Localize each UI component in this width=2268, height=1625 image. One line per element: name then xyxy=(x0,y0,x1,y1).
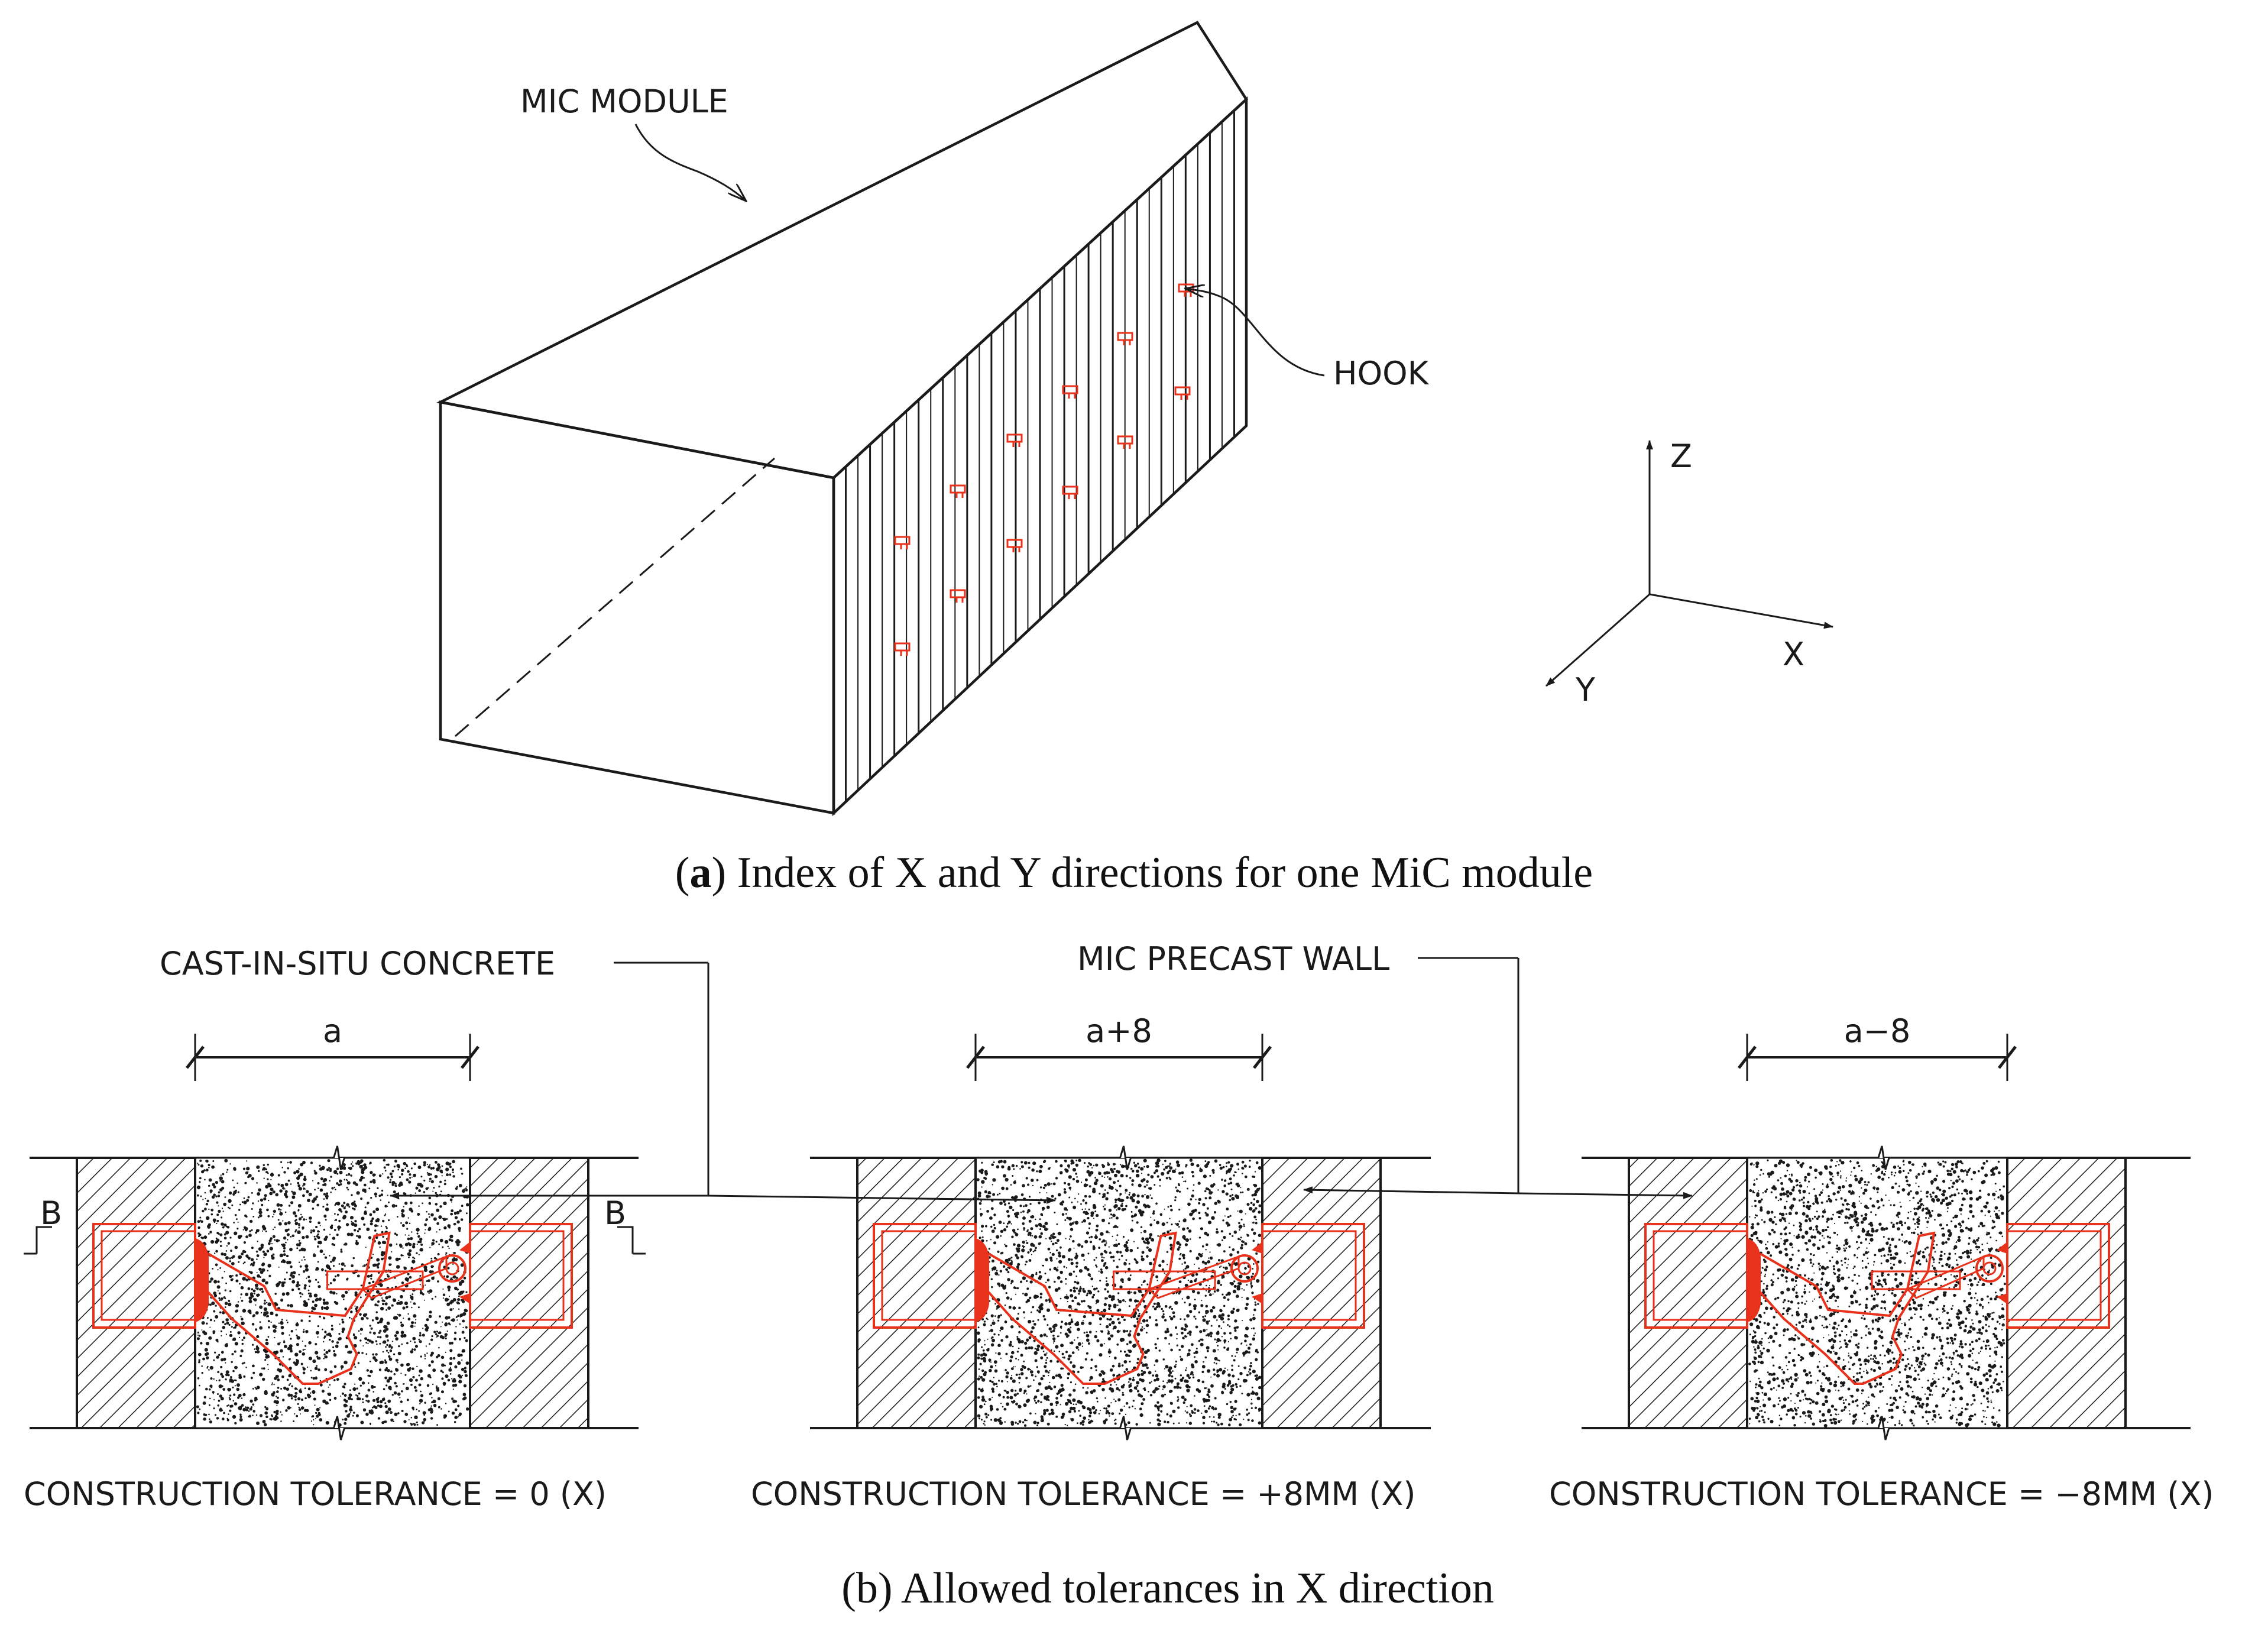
concrete-arrow-right xyxy=(708,1195,1056,1204)
dimension: a−8 xyxy=(1738,1012,2017,1081)
wall-arrow-left xyxy=(1303,1186,1519,1195)
wall-left xyxy=(76,1157,196,1429)
break-mark xyxy=(324,1145,351,1170)
hook-leader xyxy=(1185,289,1325,377)
wall-arrow-right xyxy=(1518,1192,1693,1199)
axis-z-label: Z xyxy=(1670,438,1692,475)
connector-assembly xyxy=(1644,1223,2110,1385)
label-cast-in-situ: CAST-IN-SITU CONCRETE xyxy=(160,945,555,982)
tolerance-label: CONSTRUCTION TOLERANCE = +8MM (X) xyxy=(751,1475,1415,1513)
module-side-face xyxy=(832,96,1248,817)
hook-marker xyxy=(1062,485,1078,499)
concrete-fill xyxy=(194,1157,471,1429)
hook-marker xyxy=(1117,332,1133,345)
x-axis xyxy=(1649,593,1833,629)
break-mark xyxy=(324,1416,351,1441)
module-end-face xyxy=(439,400,835,815)
wall-right xyxy=(2006,1157,2127,1429)
concrete-fill xyxy=(974,1157,1263,1429)
break-mark xyxy=(1869,1416,1895,1441)
panel-a-module-drawing: MIC MODULE HOOK xyxy=(436,21,1430,817)
break-mark xyxy=(1869,1145,1895,1170)
dimension-label: a xyxy=(323,1012,342,1050)
hook-marker xyxy=(1006,433,1023,447)
caption-a: (a) Index of X and Y directions for one … xyxy=(675,849,1593,897)
dimension-label: a+8 xyxy=(1086,1012,1152,1050)
break-mark xyxy=(1110,1416,1137,1441)
section-right-label: B xyxy=(604,1195,626,1232)
module-corrugation xyxy=(845,110,1235,802)
tolerance-label: CONSTRUCTION TOLERANCE = −8MM (X) xyxy=(1549,1475,2214,1513)
axis-y-label: Y xyxy=(1575,671,1596,708)
hook-marker xyxy=(894,642,911,656)
panel-b-leaders: CAST-IN-SITU CONCRETE MIC PRECAST WALL xyxy=(160,940,1693,1204)
hook-marker xyxy=(1174,386,1191,400)
wall-left xyxy=(856,1157,977,1429)
wall-left xyxy=(1628,1157,1748,1429)
section-left-label: B xyxy=(40,1195,62,1232)
module-leader xyxy=(634,124,746,201)
hidden-edge xyxy=(455,457,775,737)
dimension: a+8 xyxy=(966,1012,1272,1081)
connector-assembly xyxy=(873,1223,1365,1385)
hook-marker xyxy=(950,589,966,603)
section-markers: B B xyxy=(24,1195,646,1255)
concrete-fill xyxy=(1746,1157,2008,1429)
wall-right xyxy=(469,1157,589,1429)
hook-marker xyxy=(1062,385,1078,399)
section-mark-left xyxy=(35,1226,52,1254)
axes-indicator: Z X Y xyxy=(1546,438,1833,708)
dimension: a xyxy=(186,1012,479,1081)
label-mic-module: MIC MODULE xyxy=(520,83,728,120)
hook-marker xyxy=(1006,539,1023,552)
hook-marker xyxy=(1117,435,1133,449)
section-mark-right xyxy=(617,1226,634,1254)
module-hooks xyxy=(894,283,1194,656)
axis-x-label: X xyxy=(1783,636,1804,673)
caption-b: (b) Allowed tolerances in X direction xyxy=(841,1564,1494,1613)
connector-assembly xyxy=(92,1223,573,1385)
label-hook: HOOK xyxy=(1333,355,1430,392)
y-axis xyxy=(1546,593,1650,687)
tolerance-label: CONSTRUCTION TOLERANCE = 0 (X) xyxy=(24,1475,607,1513)
hook-marker xyxy=(950,484,966,498)
label-mic-precast-wall: MIC PRECAST WALL xyxy=(1077,940,1389,977)
hook-marker xyxy=(894,536,911,549)
dimension-label: a−8 xyxy=(1844,1012,1911,1050)
break-mark xyxy=(1110,1145,1137,1170)
